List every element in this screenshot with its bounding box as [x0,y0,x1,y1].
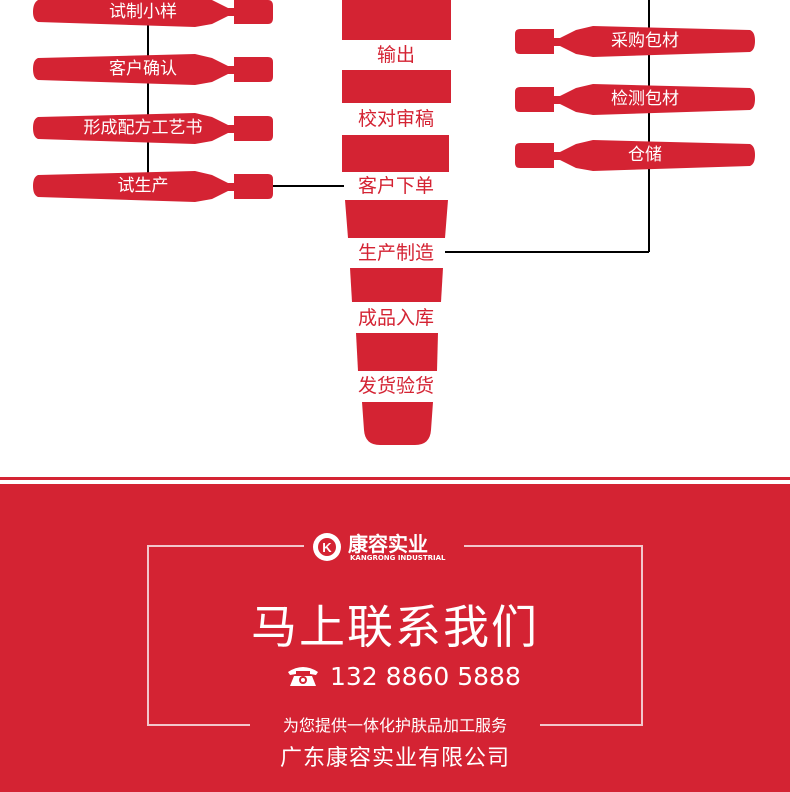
contact-footer: K 康容实业 KANGRONG INDUSTRIAL 马上联系我们 132 88… [0,484,790,792]
logo-flower-icon: K [313,533,341,561]
step-output: 输出 [376,44,415,66]
step-customer-order: 客户下单 [357,175,434,197]
step-trial-sample: 试制小样 [109,2,177,22]
logo-en: KANGRONG INDUSTRIAL [350,554,446,562]
step-warehousing: 成品入库 [357,307,434,329]
left-pill-shape [33,113,273,144]
step-formula-doc: 形成配方工艺书 [83,118,203,138]
phone-number[interactable]: 132 8860 5888 [330,662,521,691]
divider [0,477,790,480]
logo: K 康容实业 KANGRONG INDUSTRIAL [304,528,464,568]
company-name: 广东康容实业有限公司 [279,746,510,771]
logo-cn: 康容实业 [348,532,428,556]
step-proofread: 校对审稿 [357,108,434,130]
step-shipping-inspection: 发货验货 [357,375,434,397]
step-customer-confirm: 客户确认 [109,59,177,79]
process-diagram [33,0,755,445]
step-inspect-packaging: 检测包材 [611,89,679,109]
left-pill-shape [33,54,273,85]
telephone-icon [286,664,320,690]
tagline: 为您提供一体化护肤品加工服务 [250,715,540,737]
step-trial-production: 试生产 [117,176,169,196]
step-purchase-packaging: 采购包材 [611,31,679,51]
left-pill-shape [33,171,273,202]
headline: 马上联系我们 [251,600,539,654]
left-pill-shape [33,0,273,27]
step-storage: 仓储 [628,145,662,165]
svg-text:K: K [322,540,332,555]
step-manufacturing: 生产制造 [357,242,434,264]
